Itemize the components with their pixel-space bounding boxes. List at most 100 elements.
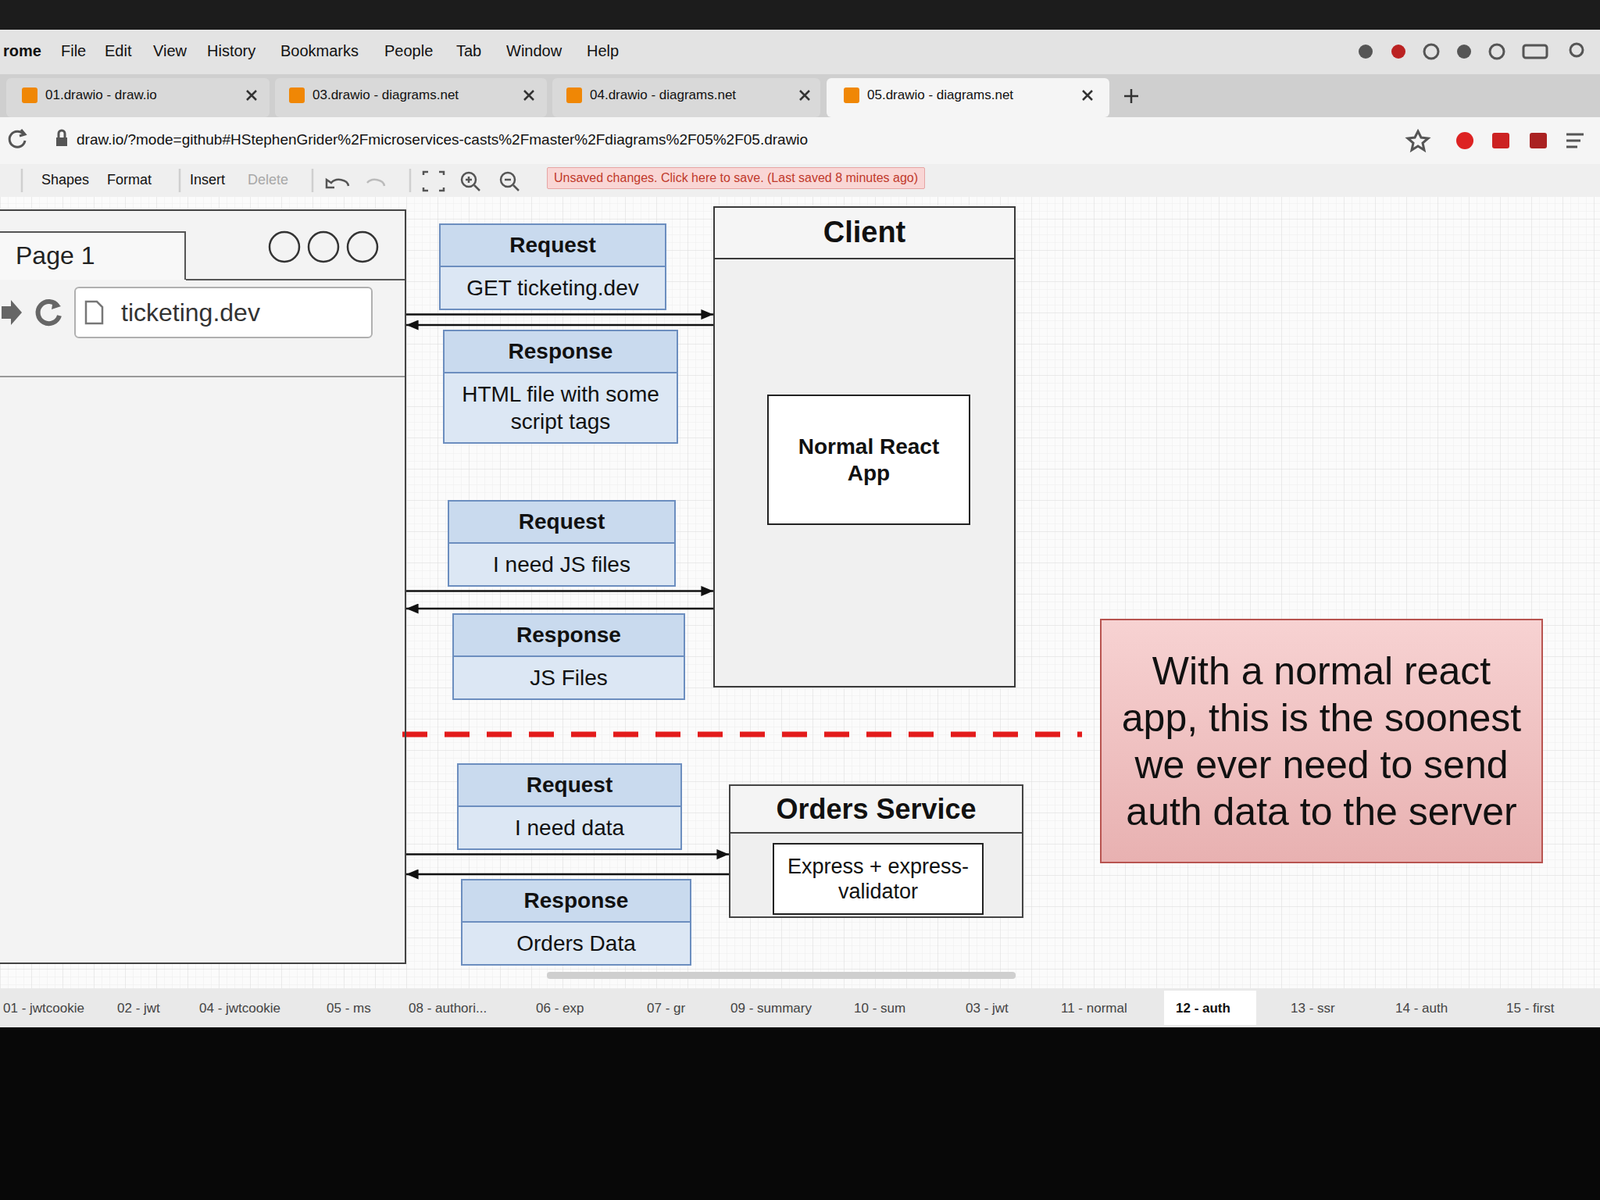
address-icons xyxy=(9,129,1584,150)
page-tab-wrap: 07 - gr xyxy=(646,1000,686,1017)
menu-item-wrap: rome xyxy=(3,42,42,61)
toolbar-button-wrap: Insert xyxy=(189,171,225,189)
canvas-grid xyxy=(0,196,1600,989)
tab-title: 04.drawio - diagrams.net xyxy=(589,87,736,104)
box-title: Request xyxy=(458,764,681,808)
message-arrow xyxy=(406,873,729,876)
message-arrow xyxy=(406,853,729,856)
page-tab: 06 - exp xyxy=(535,1000,584,1017)
app-box: Normal React App xyxy=(767,394,971,525)
toolbar-button-wrap: Delete xyxy=(247,171,289,189)
library-box: Express + express-validator xyxy=(772,842,984,915)
tab-bar xyxy=(0,74,1600,118)
page-tab: 03 - jwt xyxy=(965,1000,1009,1017)
url-bar: ticketing.dev xyxy=(74,286,373,339)
save-banner: Unsaved changes. Click here to save. (La… xyxy=(553,171,918,186)
callout-note: With a normal react app, this is the soo… xyxy=(1100,618,1543,864)
page-tab: 08 - authori... xyxy=(408,1000,487,1017)
page-tab-wrap: 10 - sum xyxy=(853,1000,906,1017)
box-body: HTML file with some script tags xyxy=(444,373,677,443)
menu-item-wrap: Tab xyxy=(456,42,482,61)
box-title: Page 1 xyxy=(0,232,185,279)
scrollbar xyxy=(546,971,1016,979)
browser-nav-icons xyxy=(1,300,61,325)
box-title: Request xyxy=(449,501,675,544)
page-tab-wrap: 05 - ms xyxy=(326,1000,372,1017)
toolbar-icons xyxy=(21,168,519,193)
menu-item: View xyxy=(153,42,187,61)
message-box: RequestI need JS files xyxy=(447,500,676,587)
tab-title-wrap: 04.drawio - diagrams.net xyxy=(589,87,736,104)
message-box: RequestI need data xyxy=(457,763,683,850)
menu-item: People xyxy=(384,42,433,61)
box-title: Client xyxy=(714,207,1015,260)
toolbar xyxy=(0,164,1600,197)
toolbar-button: Shapes xyxy=(41,171,90,189)
page-tab: 02 - jwt xyxy=(117,1000,161,1017)
message-arrow xyxy=(406,313,714,316)
message-box: RequestGET ticketing.dev xyxy=(439,223,667,311)
menu-item-wrap: Edit xyxy=(104,42,132,61)
browser-tab-line xyxy=(185,278,405,281)
box-body: JS Files xyxy=(453,657,684,699)
menu-item-wrap: People xyxy=(384,42,433,61)
tab-title: 01.drawio - draw.io xyxy=(45,87,158,104)
url-bar-fill xyxy=(74,286,373,339)
message-arrow xyxy=(406,607,714,611)
page-tab-wrap: 14 - auth xyxy=(1395,1000,1448,1017)
tab-title: 03.drawio - diagrams.net xyxy=(312,87,459,104)
address-url-wrap: draw.io/?mode=github#HStephenGrider%2Fmi… xyxy=(76,131,808,149)
window-buttons xyxy=(269,232,378,262)
menu-item-wrap: Help xyxy=(586,42,619,61)
service-box: Orders ServiceExpress + express-validato… xyxy=(728,784,1024,918)
page-tab: 13 - ssr xyxy=(1290,1000,1336,1017)
message-box: ResponseJS Files xyxy=(452,613,686,700)
browser-tabs xyxy=(6,78,1139,118)
page-tab-wrap: 02 - jwt xyxy=(117,1000,161,1017)
tab-title: 05.drawio - diagrams.net xyxy=(867,87,1014,104)
menu-item-wrap: File xyxy=(60,42,86,61)
browser-toolbar-line xyxy=(0,375,405,378)
box-title: Response xyxy=(462,880,690,923)
tab-title-wrap: 05.drawio - diagrams.net xyxy=(867,87,1014,104)
menu-item: Window xyxy=(506,42,562,61)
page-tab: 15 - first xyxy=(1506,1000,1554,1017)
box-body: I need JS files xyxy=(449,543,675,586)
box-title: ticketing.dev xyxy=(75,298,261,328)
page-tab-wrap: 11 - normal xyxy=(1060,1000,1128,1017)
section-divider xyxy=(402,732,1083,738)
page-tab-wrap: 09 - summary xyxy=(730,1000,812,1017)
page-tab-wrap: 04 - jwtcookie xyxy=(199,1000,281,1017)
page-tab: 01 - jwtcookie xyxy=(3,1000,85,1017)
page-tab-wrap: 15 - first xyxy=(1506,1000,1554,1017)
toolbar-button: Insert xyxy=(189,171,225,189)
page-tab: 11 - normal xyxy=(1060,1000,1128,1017)
box-title: Orders Service xyxy=(730,785,1022,834)
menu-item-wrap: History xyxy=(207,42,256,61)
box-body: GET ticketing.dev xyxy=(440,267,665,309)
menu-item: Tab xyxy=(456,42,482,61)
toolbar-button: Format xyxy=(107,171,152,189)
menu-item: History xyxy=(207,42,256,61)
client-box: ClientNormal React App xyxy=(713,206,1016,688)
page-tab: 12 - auth xyxy=(1175,1000,1231,1017)
page-icon xyxy=(85,301,103,324)
page-tab: 14 - auth xyxy=(1395,1000,1448,1017)
menu-item-wrap: Bookmarks xyxy=(280,42,359,61)
tab-title-wrap: 03.drawio - diagrams.net xyxy=(312,87,459,104)
menu-item: File xyxy=(60,42,86,61)
page-tab: 05 - ms xyxy=(326,1000,372,1017)
tab-title-wrap: 01.drawio - draw.io xyxy=(45,87,158,104)
screen-bezel xyxy=(0,0,1600,30)
page-tab-bar xyxy=(0,988,1600,1028)
page-tab-wrap: 08 - authori... xyxy=(408,1000,487,1017)
menu-bar xyxy=(0,29,1600,75)
box-title: Response xyxy=(444,331,677,374)
box-title: Express + express-validator xyxy=(778,853,978,905)
page-tab: 10 - sum xyxy=(853,1000,906,1017)
menu-item: rome xyxy=(3,42,42,61)
message-box: ResponseHTML file with some script tags xyxy=(442,329,679,444)
page-tab-wrap: 13 - ssr xyxy=(1290,1000,1336,1017)
address-bar xyxy=(0,117,1600,165)
